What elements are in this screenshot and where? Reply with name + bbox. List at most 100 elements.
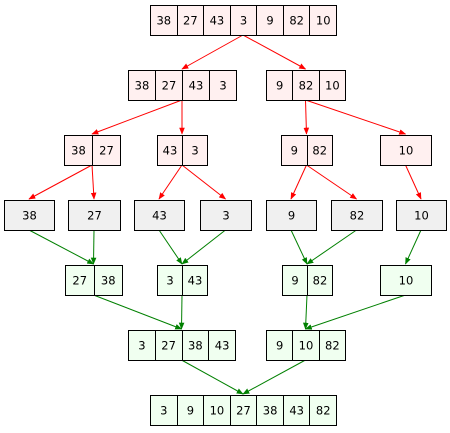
- arrow-leaf-43-to-m-lr: [158, 229, 183, 265]
- node-value: 38: [22, 209, 37, 223]
- arrow-n-lr-to-leaf-43: [158, 164, 183, 200]
- node-value: 27: [236, 404, 251, 418]
- arrow-n-root-to-n-l: [181, 34, 244, 70]
- node-value: 10: [210, 404, 225, 418]
- node-leaf-9: 9: [266, 200, 317, 231]
- node-value: 43: [152, 209, 167, 223]
- node-m-r: 9 10 82: [266, 330, 346, 361]
- arrow-n-lr-to-leaf-3: [181, 164, 227, 200]
- node-value: 10: [299, 339, 314, 353]
- node-value: 43: [210, 14, 225, 28]
- node-box: [266, 70, 346, 101]
- node-box: [266, 330, 346, 361]
- node-value: 9: [266, 14, 273, 28]
- node-value: 10: [325, 79, 340, 93]
- arrow-leaf-38-to-m-ll: [28, 229, 95, 265]
- node-box: [68, 200, 121, 231]
- node-value: 9: [288, 209, 295, 223]
- node-value: 43: [215, 339, 230, 353]
- node-value: 82: [325, 339, 340, 353]
- node-box: [150, 5, 337, 36]
- node-value: 9: [291, 274, 298, 288]
- node-value: 10: [414, 209, 429, 223]
- node-leaf-38: 38: [4, 200, 55, 231]
- node-value: 3: [166, 274, 173, 288]
- arrow-m-ll-to-m-l: [93, 294, 183, 330]
- node-value: 9: [187, 404, 194, 418]
- edges: [28, 34, 422, 395]
- node-leaf-27: 27: [68, 200, 121, 231]
- arrow-n-rl-to-leaf-9: [290, 164, 307, 200]
- node-box: [331, 200, 383, 231]
- node-value: 43: [188, 274, 203, 288]
- node-box: [380, 135, 432, 166]
- node-box: [266, 200, 317, 231]
- node-box: [150, 395, 337, 426]
- arrow-leaf-3-to-m-lr: [181, 229, 226, 265]
- node-n-l: 38 27 43 3: [128, 70, 237, 101]
- node-value: 38: [101, 274, 116, 288]
- arrow-n-l-to-n-ll: [91, 99, 183, 135]
- node-value: 27: [161, 339, 176, 353]
- node-n-root: 38 27 43 3 9 82 10: [150, 5, 337, 36]
- node-value: 43: [189, 79, 204, 93]
- node-value: 38: [135, 79, 150, 93]
- arrow-m-r-to-m-root: [242, 359, 306, 395]
- node-value: 27: [87, 209, 102, 223]
- node-value: 82: [312, 144, 327, 158]
- node-value: 3: [219, 79, 226, 93]
- arrow-leaf-27-to-m-ll: [90, 229, 97, 265]
- node-box: [396, 200, 447, 231]
- node-value: 3: [138, 339, 145, 353]
- node-m-ll: 27 38: [65, 265, 123, 296]
- node-value: 38: [71, 144, 86, 158]
- node-leaf-10: 10: [396, 200, 447, 231]
- arrow-m-rr-to-m-r: [304, 294, 406, 330]
- arrow-n-rr-to-leaf-10: [405, 164, 422, 200]
- arrow-n-ll-to-leaf-27: [90, 164, 97, 200]
- arrow-n-r-to-n-rl: [303, 99, 310, 135]
- node-value: 43: [289, 404, 304, 418]
- arrow-n-r-to-n-rr: [305, 99, 407, 135]
- node-value: 82: [350, 209, 365, 223]
- node-value: 82: [289, 14, 304, 28]
- node-value: 3: [240, 14, 247, 28]
- node-box: [4, 200, 55, 231]
- node-value: 27: [72, 274, 87, 288]
- node-value: 27: [162, 79, 177, 93]
- node-box: [134, 200, 185, 231]
- node-value: 82: [299, 79, 314, 93]
- node-leaf-43: 43: [134, 200, 185, 231]
- node-value: 9: [276, 79, 283, 93]
- node-value: 3: [191, 144, 198, 158]
- node-value: 10: [399, 274, 414, 288]
- node-n-rr: 10: [380, 135, 432, 166]
- node-value: 3: [222, 209, 229, 223]
- arrow-leaf-10-to-m-rr: [405, 229, 422, 265]
- node-value: 9: [276, 339, 283, 353]
- node-m-lr: 3 43: [157, 265, 208, 296]
- node-value: 27: [183, 14, 198, 28]
- arrow-m-rl-to-m-r: [302, 294, 309, 330]
- node-leaf-3: 3: [200, 200, 252, 231]
- arrow-leaf-9-to-m-rl: [290, 229, 308, 265]
- arrow-n-root-to-n-r: [242, 34, 307, 70]
- node-value: 10: [399, 144, 414, 158]
- node-value: 10: [316, 14, 331, 28]
- node-value: 27: [99, 144, 114, 158]
- node-value: 38: [263, 404, 278, 418]
- node-value: 38: [156, 14, 171, 28]
- arrow-leaf-82-to-m-rl: [306, 229, 357, 265]
- arrow-m-l-to-m-root: [181, 359, 244, 395]
- node-value: 43: [163, 144, 178, 158]
- node-m-rr: 10: [380, 265, 432, 296]
- node-box: [200, 200, 252, 231]
- node-leaf-82: 82: [331, 200, 383, 231]
- arrow-n-rl-to-leaf-82: [306, 164, 358, 200]
